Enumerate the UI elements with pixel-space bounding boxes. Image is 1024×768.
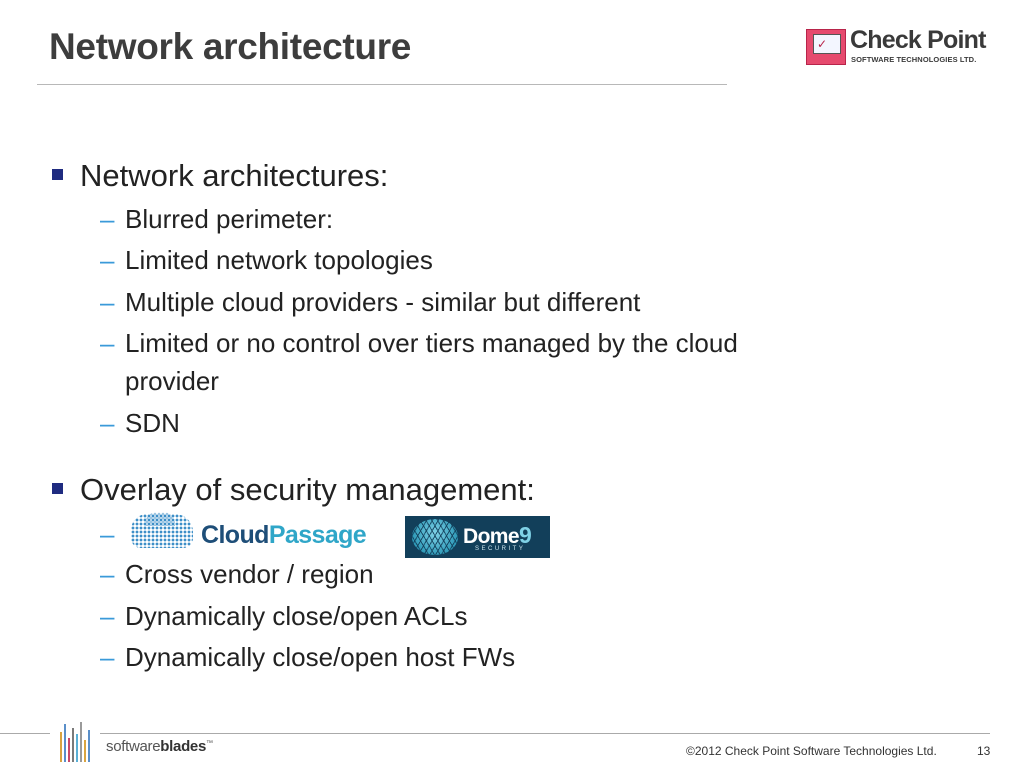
dash-icon: – <box>100 245 115 275</box>
dash-icon: – <box>100 601 115 631</box>
sub-bullet-text: Limited or no control over tiers managed… <box>125 328 738 358</box>
dash-icon: – <box>100 642 115 672</box>
sub-bullet-text: Limited network topologies <box>125 245 433 275</box>
footer-divider-right <box>100 733 990 734</box>
slide-title: Network architecture <box>49 26 412 67</box>
footer-copyright: ©2012 Check Point Software Technologies … <box>686 744 937 758</box>
dash-icon: – <box>100 408 115 438</box>
checkpoint-logo-name: Check Point <box>850 26 986 54</box>
dash-icon: – <box>100 287 115 317</box>
title-divider <box>37 84 727 85</box>
checkpoint-logo-tagline: SOFTWARE TECHNOLOGIES LTD. <box>851 55 977 64</box>
checkpoint-logo: ✓ Check Point SOFTWARE TECHNOLOGIES LTD. <box>806 26 1006 66</box>
footer-divider-left <box>0 733 50 734</box>
dome9-subtitle: SECURITY <box>475 546 526 552</box>
bullet-text: Overlay of security management: <box>80 472 535 507</box>
sub-bullet-text: Multiple cloud providers - similar but d… <box>125 287 641 317</box>
dash-icon: – <box>100 328 115 358</box>
bullet-square-icon <box>52 483 63 494</box>
cloudpassage-logo: CloudPassage <box>131 512 381 552</box>
sub-bullet-text: Blurred perimeter: <box>125 204 334 234</box>
sub-bullet-text: Dynamically close/open host FWs <box>125 642 516 672</box>
dome9-logo: Dome9 SECURITY <box>405 516 550 558</box>
bullet-square-icon <box>52 169 63 180</box>
page-number: 13 <box>977 744 991 758</box>
dome9-wordmark: Dome9 <box>463 522 532 548</box>
dome-globe-icon <box>412 519 458 555</box>
cloudpassage-wordmark: CloudPassage <box>201 521 367 549</box>
dash-icon: – <box>100 559 115 589</box>
sub-bullet-text: SDN <box>125 408 180 438</box>
sub-bullet-text: Dynamically close/open ACLs <box>125 601 468 631</box>
dash-icon: – <box>100 204 115 234</box>
sub-bullet-text: Cross vendor / region <box>125 559 374 589</box>
sub-bullet-text-continued: provider <box>125 366 219 396</box>
dash-icon: – <box>100 519 115 549</box>
softwareblades-bars-icon <box>58 720 98 762</box>
checkpoint-emblem-icon: ✓ <box>806 29 846 65</box>
bullet-text: Network architectures: <box>80 158 389 193</box>
softwareblades-logo: softwareblades™ <box>106 738 213 755</box>
